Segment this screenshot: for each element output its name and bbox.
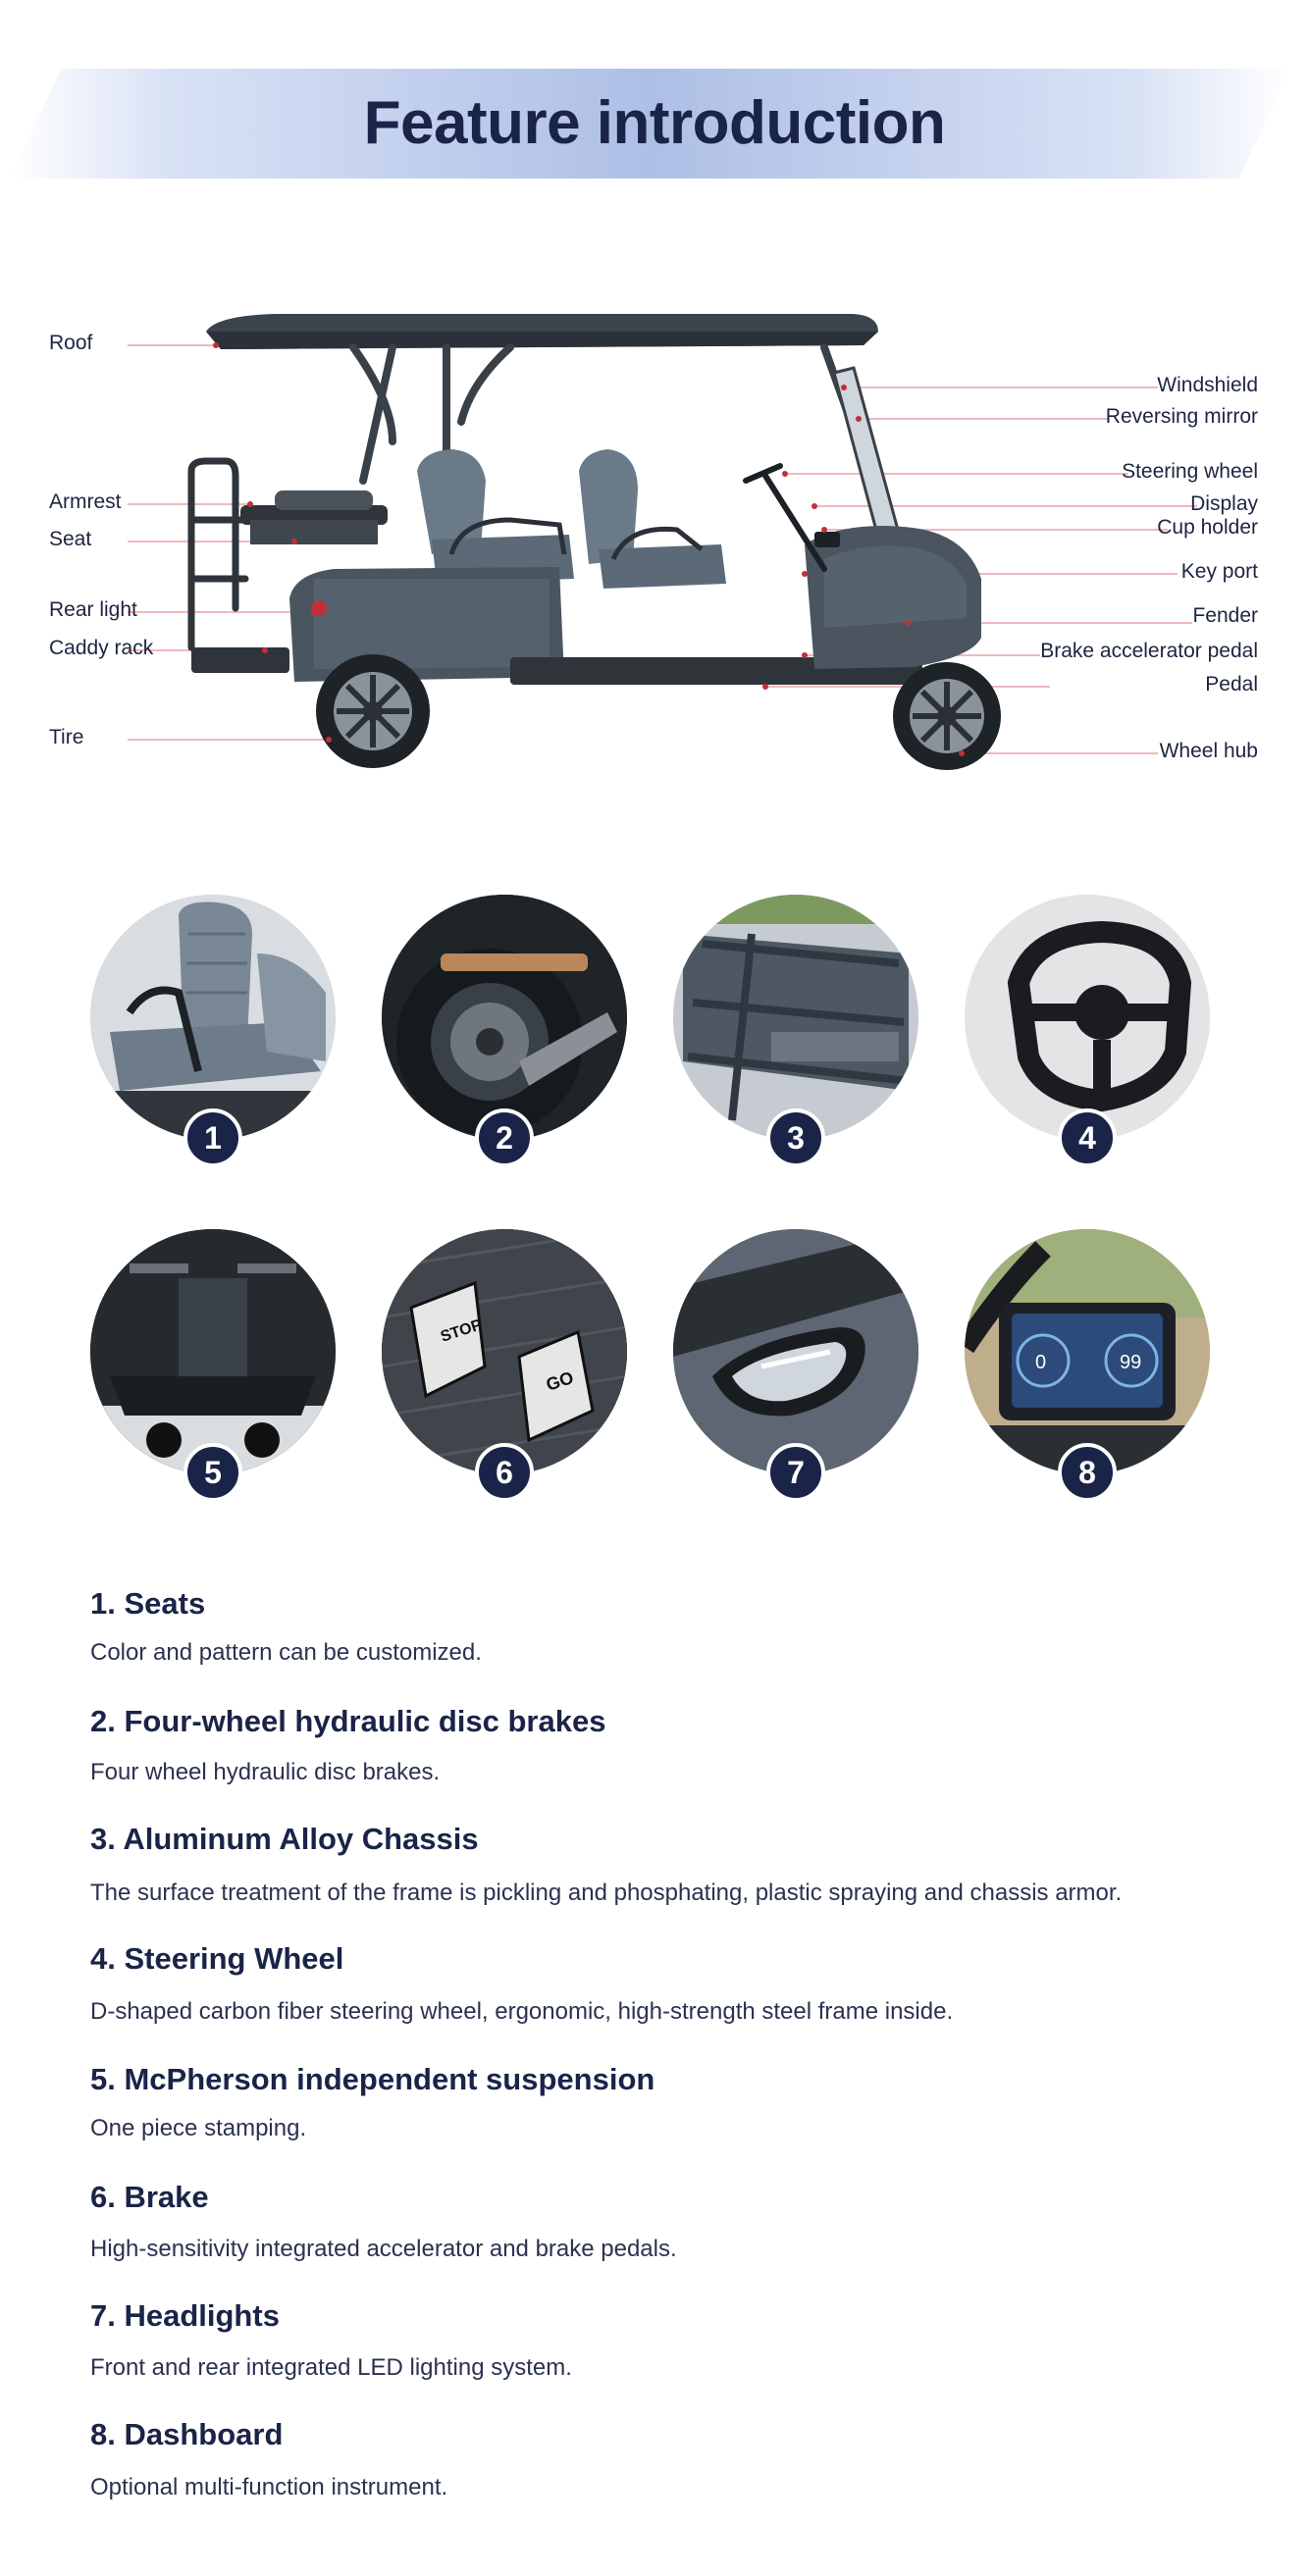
feature-thumb-headlights: 7 [673,1229,918,1514]
pedals-photo: STOP GO [382,1229,627,1474]
callout-windshield: Windshield [1157,374,1258,396]
callout-steering-wheel: Steering wheel [1122,460,1258,483]
feature-thumb-seats: 1 [90,895,336,1179]
badge-8: 8 [1058,1443,1117,1502]
callout-caddy-rack: Caddy rack [49,637,154,659]
title-banner [10,69,1290,179]
callout-cup-holder: Cup holder [1157,516,1258,539]
feature-thumb-suspension: 5 [90,1229,336,1514]
feature-title-7: 7. Headlights [90,2298,280,2333]
brakes-photo [382,895,627,1140]
callout-armrest: Armrest [49,490,122,513]
callout-wheel-hub: Wheel hub [1159,740,1258,762]
callout-key-port: Key port [1180,560,1258,583]
seats-photo [90,895,336,1140]
callout-roof: Roof [49,332,93,354]
badge-2: 2 [475,1108,534,1167]
feature-desc-2: Four wheel hydraulic disc brakes. [90,1759,441,1785]
feature-desc-7: Front and rear integrated LED lighting s… [90,2354,572,2381]
feature-desc-1: Color and pattern can be customized. [90,1639,482,1666]
callout-tire: Tire [49,726,84,748]
feature-title-4: 4. Steering Wheel [90,1941,344,1976]
feature-desc-5: One piece stamping. [90,2115,307,2141]
badge-7: 7 [766,1443,825,1502]
badge-6: 6 [475,1443,534,1502]
feature-thumb-steering: 4 [965,895,1210,1179]
feature-thumb-dashboard: 0 99 8 [965,1229,1210,1514]
callout-seat: Seat [49,528,92,550]
golf-cart-illustration [128,314,1197,770]
chassis-photo [673,895,918,1140]
feature-desc-4: D-shaped carbon fiber steering wheel, er… [90,1998,954,2025]
badge-1: 1 [183,1108,242,1167]
callout-fender: Fender [1192,604,1258,627]
callout-display: Display [1190,492,1258,515]
dashboard-photo: 0 99 [965,1229,1210,1474]
feature-thumb-chassis: 3 [673,895,918,1179]
callout-rear-light: Rear light [49,598,137,621]
feature-thumb-pedals: STOP GO 6 [382,1229,627,1514]
dashboard-right-readout: 99 [1120,1352,1141,1373]
feature-title-1: 1. Seats [90,1586,206,1621]
feature-thumb-brakes: 2 [382,895,627,1179]
page-title: Feature introduction [363,89,946,157]
feature-title-6: 6. Brake [90,2180,209,2214]
callout-reversing-mirror: Reversing mirror [1105,405,1258,428]
suspension-photo [90,1229,336,1474]
headlights-photo [673,1229,918,1474]
cart-diagram: Roof Armrest Seat Rear light Caddy rack … [0,284,1309,814]
badge-5: 5 [183,1443,242,1502]
badge-3: 3 [766,1108,825,1167]
feature-desc-6: High-sensitivity integrated accelerator … [90,2236,677,2262]
feature-title-8: 8. Dashboard [90,2417,284,2451]
feature-desc-8: Optional multi-function instrument. [90,2474,448,2500]
feature-title-5: 5. McPherson independent suspension [90,2062,655,2096]
feature-title-2: 2. Four-wheel hydraulic disc brakes [90,1704,606,1738]
dashboard-left-readout: 0 [1035,1352,1046,1373]
callout-brake-accelerator-pedal: Brake accelerator pedal [1040,640,1258,662]
feature-title-3: 3. Aluminum Alloy Chassis [90,1822,479,1856]
feature-desc-3: The surface treatment of the frame is pi… [90,1880,1123,1906]
steering-photo [965,895,1210,1140]
callout-pedal: Pedal [1205,673,1258,696]
badge-4: 4 [1058,1108,1117,1167]
